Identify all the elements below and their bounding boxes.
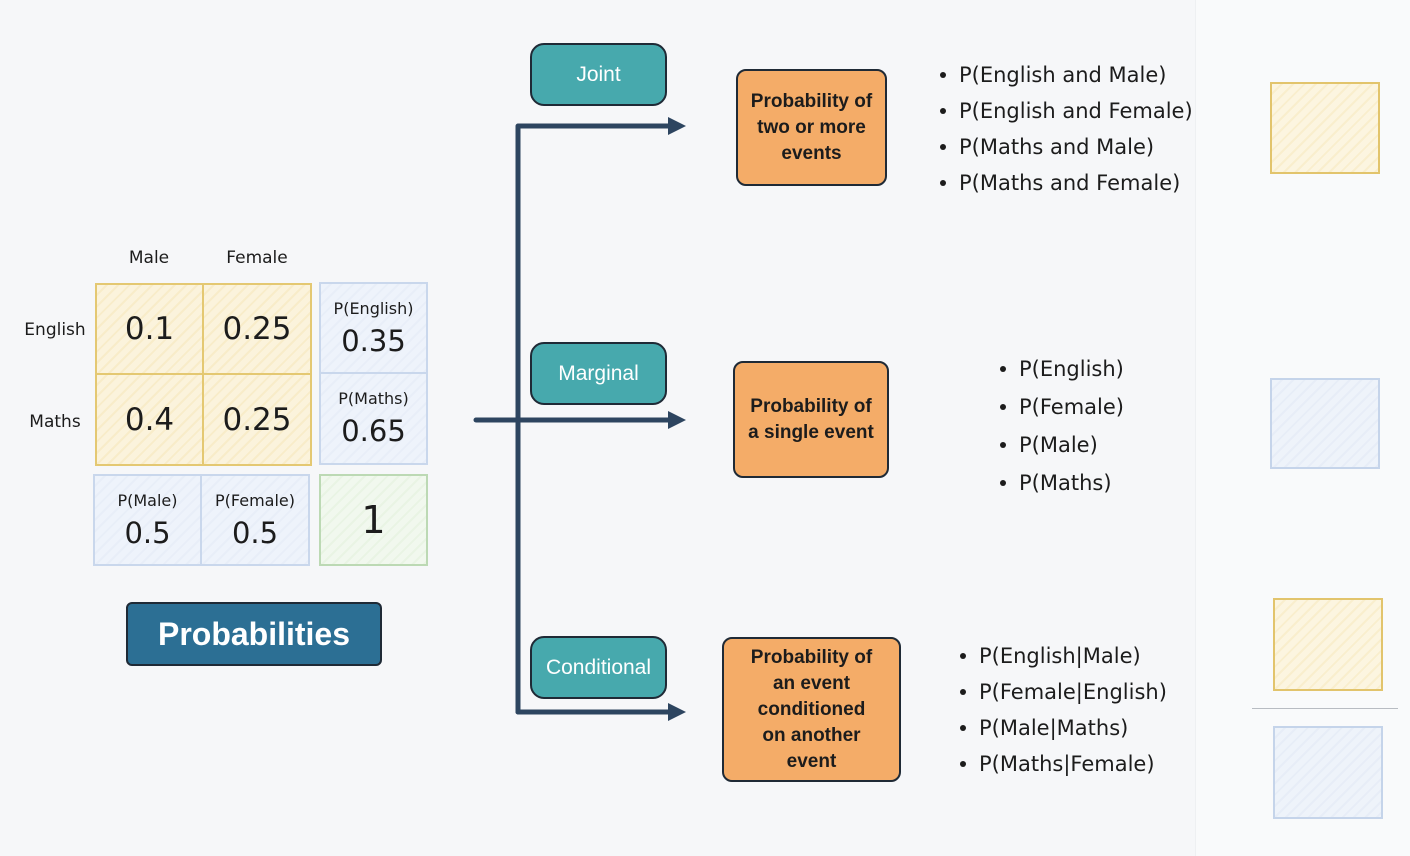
bullet-icon (960, 653, 966, 659)
bullet-icon (940, 72, 946, 78)
bullet-icon (1000, 480, 1006, 486)
marginal-examples-list: P(English) P(Female) P(Male) P(Maths) (1000, 350, 1124, 502)
bullet-icon (940, 144, 946, 150)
cell-value: 0.25 (222, 401, 292, 438)
marginal-cell-female: P(Female) 0.5 (200, 474, 310, 566)
list-item: P(Female|English) (960, 674, 1167, 710)
cell-value: 1 (361, 498, 386, 542)
cell-value: 0.65 (341, 414, 406, 448)
list-item: P(Male) (1000, 426, 1124, 464)
list-item: P(Male|Maths) (960, 710, 1167, 746)
marginal-cell-male: P(Male) 0.5 (93, 474, 202, 566)
bullet-icon (1000, 442, 1006, 448)
arrowhead-marginal (668, 411, 686, 429)
bullet-icon (1000, 404, 1006, 410)
bullet-icon (940, 180, 946, 186)
description-line: Probability of (750, 90, 873, 112)
marginal-cell-english: P(English) 0.35 (319, 282, 428, 374)
cell-value: 0.4 (124, 401, 175, 438)
marginal-description-box: Probability of a single event (733, 361, 889, 478)
joint-pill: Joint (530, 43, 667, 106)
example-text: P(Maths and Male) (959, 135, 1155, 159)
joint-cell-maths-male: 0.4 (95, 373, 204, 466)
list-item: P(English and Female) (940, 93, 1193, 129)
cell-value: 0.1 (124, 311, 175, 347)
example-text: P(Maths) (1019, 471, 1112, 495)
conditional-denominator-swatch (1273, 726, 1383, 819)
description-line: a single event (748, 421, 874, 443)
example-text: P(Female) (1019, 395, 1124, 419)
fraction-divider (1252, 708, 1398, 709)
cell-value: 0.25 (222, 311, 292, 347)
column-header-male: Male (128, 248, 170, 268)
example-text: P(Maths and Female) (959, 171, 1181, 195)
list-item: P(Female) (1000, 388, 1124, 426)
row-header-maths: Maths (29, 412, 81, 432)
example-text: P(English) (1019, 357, 1124, 381)
arrowhead-joint (668, 117, 686, 135)
conditional-pill: Conditional (530, 636, 667, 699)
description-line: Probability of (750, 646, 873, 668)
description-line: Probability of (750, 395, 872, 417)
example-text: P(Male) (1019, 433, 1098, 457)
description-line: events (781, 142, 842, 164)
list-item: P(English) (1000, 350, 1124, 388)
conditional-examples-list: P(English|Male) P(Female|English) P(Male… (960, 638, 1167, 782)
row-header-english: English (24, 320, 86, 340)
description-line: two or more (757, 116, 866, 138)
description-line: on another (762, 724, 861, 746)
bullet-icon (960, 725, 966, 731)
marginal-pill: Marginal (530, 342, 667, 405)
cell-value: 0.35 (341, 323, 406, 358)
joint-examples-list: P(English and Male) P(English and Female… (940, 57, 1193, 201)
list-item: P(English|Male) (960, 638, 1167, 674)
cell-label: P(Female) (215, 490, 295, 510)
example-text: P(Maths|Female) (979, 752, 1155, 776)
joint-legend-swatch (1270, 82, 1380, 174)
list-item: P(Maths) (1000, 464, 1124, 502)
description-line: conditioned (757, 698, 866, 720)
cell-label: P(English) (333, 298, 414, 318)
bullet-icon (960, 689, 966, 695)
example-text: P(Female|English) (979, 680, 1167, 704)
column-header-female: Female (226, 248, 288, 268)
arrow-branch-conditional (515, 417, 675, 715)
conditional-description-box: Probability of an event conditioned on a… (722, 637, 901, 782)
arrowhead-conditional (668, 703, 686, 721)
joint-cell-english-female: 0.25 (202, 283, 312, 375)
example-text: P(English and Male) (959, 63, 1167, 87)
description-line: event (786, 750, 837, 772)
cell-label: P(Maths) (338, 389, 409, 408)
probabilities-label: Probabilities (126, 602, 382, 666)
example-text: P(English and Female) (959, 99, 1193, 123)
cell-value: 0.5 (124, 515, 171, 550)
joint-cell-maths-female: 0.25 (202, 373, 312, 466)
cell-value: 0.5 (231, 515, 279, 550)
bullet-icon (1000, 366, 1006, 372)
list-item: P(Maths and Female) (940, 165, 1193, 201)
list-item: P(English and Male) (940, 57, 1193, 93)
list-item: P(Maths|Female) (960, 746, 1167, 782)
list-item: P(Maths and Male) (940, 129, 1193, 165)
conditional-numerator-swatch (1273, 598, 1383, 691)
marginal-cell-maths: P(Maths) 0.65 (319, 372, 428, 465)
description-line: an event (772, 672, 851, 694)
total-cell: 1 (319, 474, 428, 566)
bullet-icon (940, 108, 946, 114)
bullet-icon (960, 761, 966, 767)
cell-label: P(Male) (117, 490, 178, 510)
joint-description-box: Probability of two or more events (736, 69, 887, 186)
example-text: P(English|Male) (979, 644, 1141, 668)
marginal-legend-swatch (1270, 378, 1380, 469)
example-text: P(Male|Maths) (979, 716, 1129, 740)
